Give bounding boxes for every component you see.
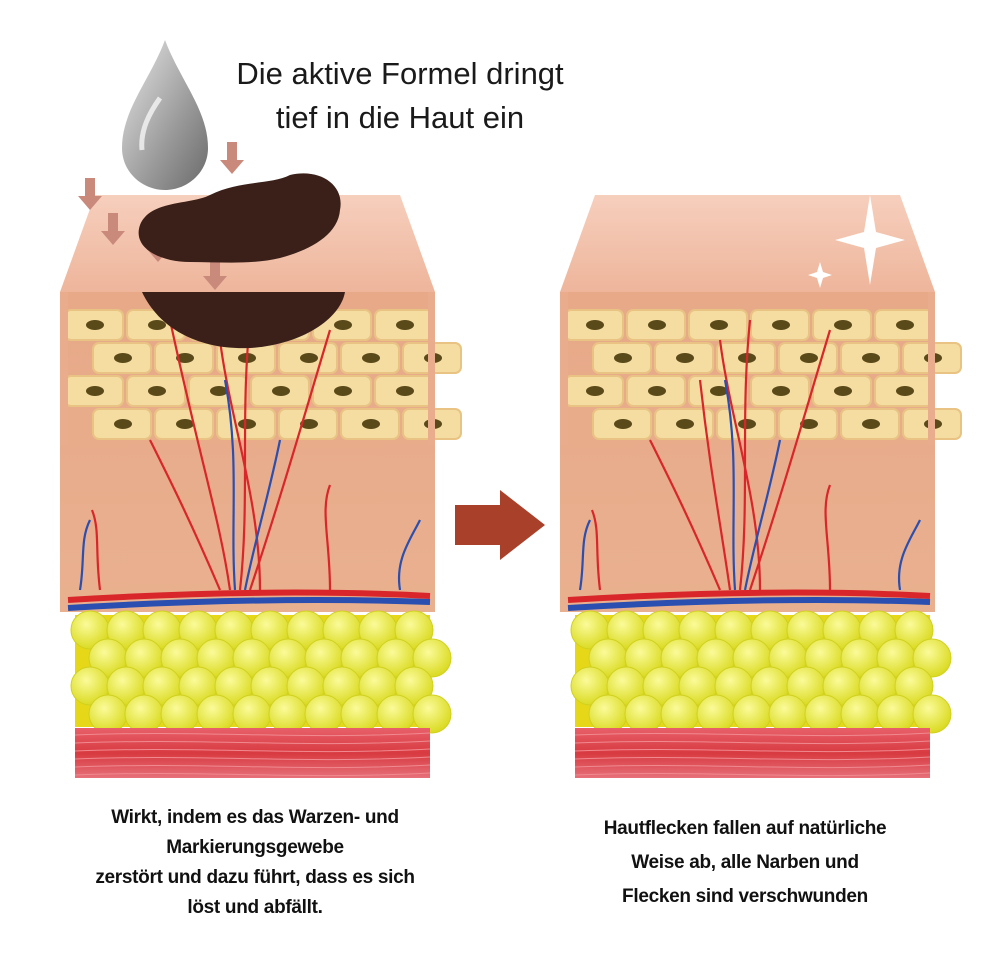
blood-vessels	[67, 319, 431, 611]
mole-surface	[138, 173, 341, 263]
before-caption: Wirkt, indem es das Warzen- und Markieru…	[40, 803, 470, 923]
vein	[567, 597, 931, 611]
muscle-layer	[75, 728, 430, 778]
fat-cells	[70, 610, 452, 734]
vein	[67, 597, 431, 611]
before-caption-line: löst und abfällt.	[187, 897, 323, 918]
after-caption-line: Flecken sind verschwunden	[622, 886, 868, 907]
after-skin-block	[560, 195, 962, 778]
skin-surface	[560, 195, 935, 292]
muscle-layer	[575, 728, 930, 778]
before-caption-line: Wirkt, indem es das Warzen- und	[111, 807, 399, 828]
headline-line-1: Die aktive Formel dringt	[236, 56, 564, 91]
push-arrow-icon	[101, 213, 125, 245]
sparkle-icon	[835, 195, 905, 285]
blood-vessels	[567, 319, 931, 611]
after-caption-line: Weise ab, alle Narben und	[631, 852, 859, 873]
headline-line-2: tief in die Haut ein	[275, 100, 525, 135]
before-caption-line: zerstört und dazu führt, dass es sich	[95, 867, 415, 888]
push-arrow-icon	[220, 142, 244, 174]
drop-icon	[122, 40, 208, 190]
before-caption-line: Markierungsgewebe	[166, 837, 344, 858]
mole-root	[142, 292, 345, 349]
push-arrow-icon	[203, 258, 227, 290]
fat-cells	[570, 610, 952, 734]
after-caption: Hautflecken fallen auf natürliche Weise …	[530, 812, 960, 914]
transition-arrow-icon	[455, 490, 545, 560]
headline: Die aktive Formel dringt tief in die Hau…	[200, 52, 600, 140]
before-skin-block	[60, 195, 462, 778]
after-caption-line: Hautflecken fallen auf natürliche	[603, 818, 887, 839]
artery	[567, 589, 931, 603]
push-arrow-icon	[78, 178, 102, 210]
artery	[67, 589, 431, 603]
